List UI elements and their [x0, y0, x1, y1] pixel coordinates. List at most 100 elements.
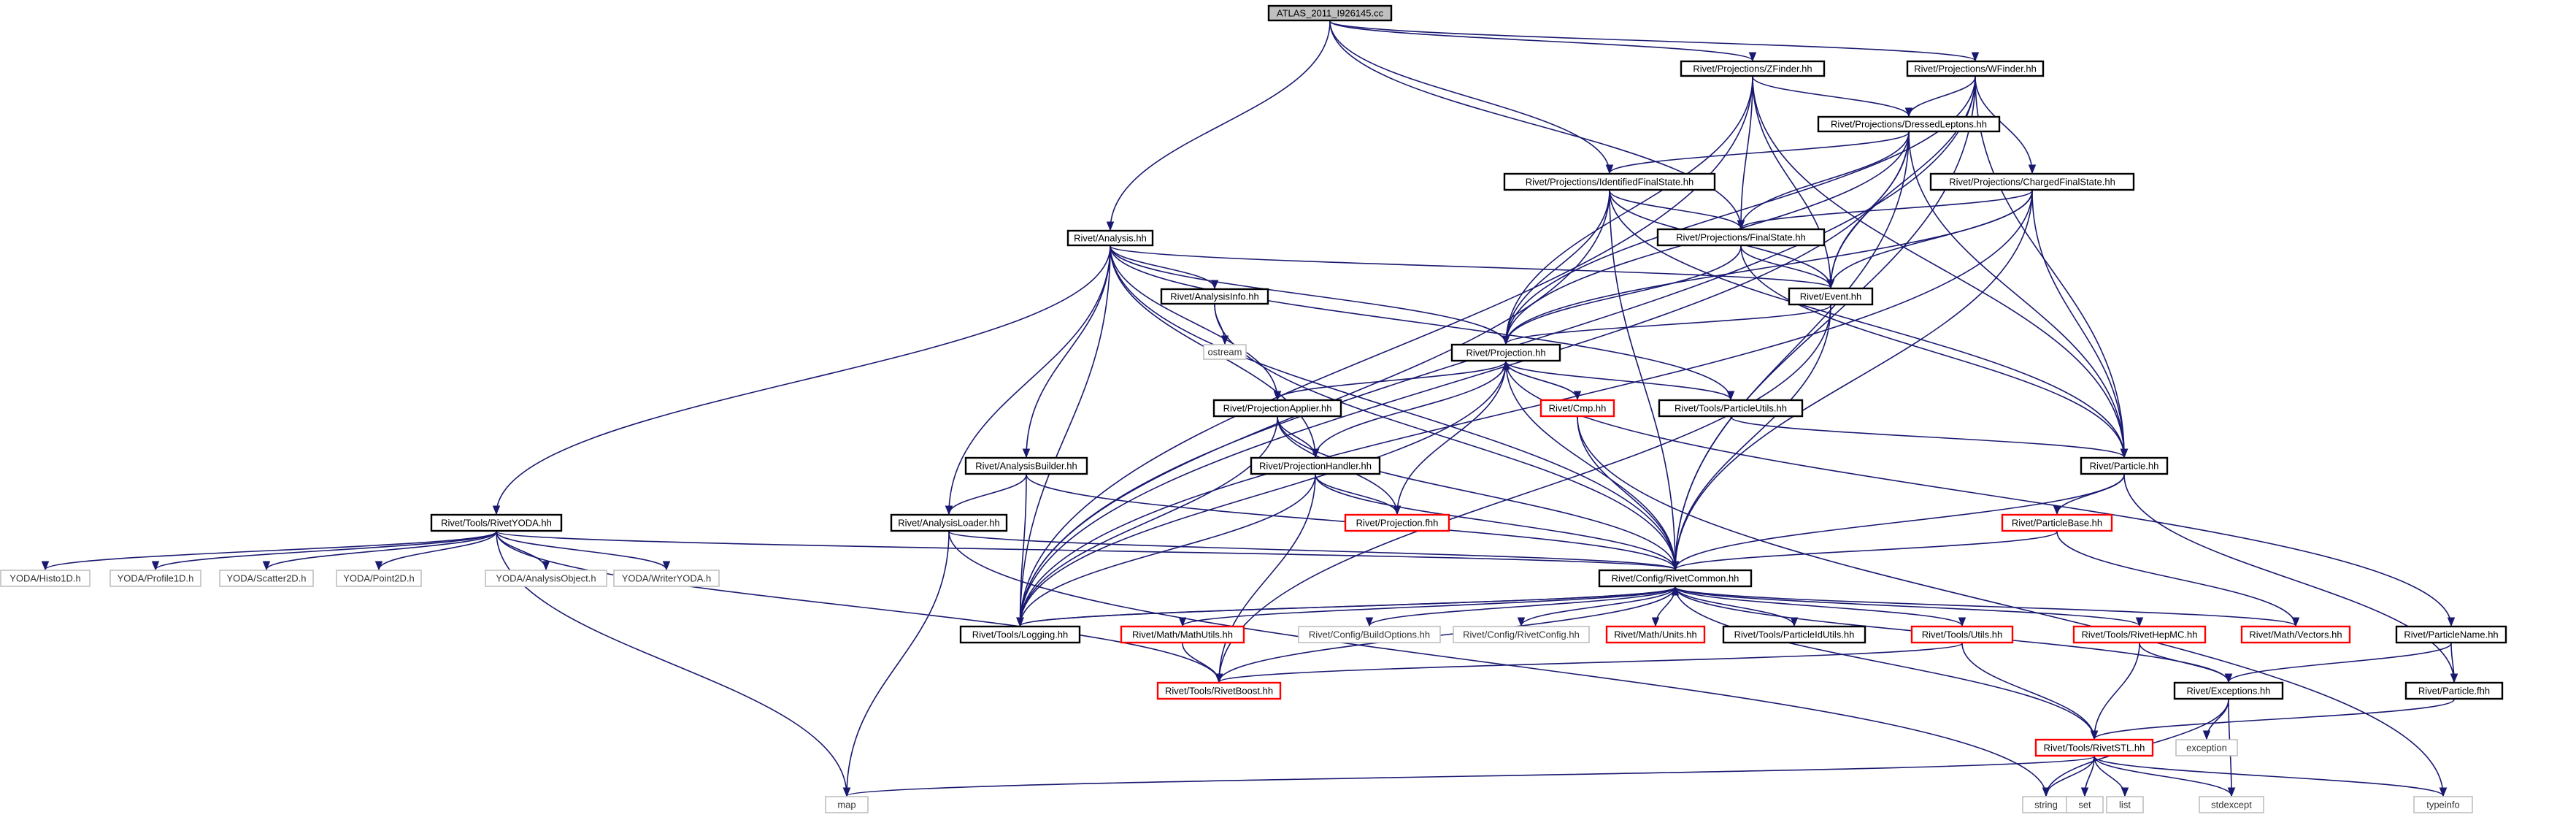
- node-label: Rivet/AnalysisInfo.hh: [1170, 291, 1258, 302]
- node-fs[interactable]: Rivet/Projections/FinalState.hh: [1656, 228, 1826, 247]
- node-rivethepmc[interactable]: Rivet/Tools/RivetHepMC.hh: [2072, 625, 2207, 644]
- node-label: Rivet/Config/RivetConfig.hh: [1463, 629, 1580, 640]
- node-label: Rivet/Particle.fhh: [2418, 686, 2490, 697]
- node-label: Rivet/Event.hh: [1800, 291, 1862, 302]
- node-label: Rivet/Tools/RivetHepMC.hh: [2082, 629, 2198, 640]
- node-label: YODA/Point2D.h: [343, 573, 415, 584]
- node-rivetboost[interactable]: Rivet/Tools/RivetBoost.hh: [1156, 681, 1282, 700]
- edge-chfs-to-particle: [2031, 190, 2129, 459]
- node-analysisinfo[interactable]: Rivet/AnalysisInfo.hh: [1160, 288, 1269, 305]
- node-mathutils[interactable]: Rivet/Math/MathUtils.hh: [1120, 625, 1245, 644]
- node-analysisloader[interactable]: Rivet/AnalysisLoader.hh: [890, 513, 1008, 532]
- node-vectors[interactable]: Rivet/Math/Vectors.hh: [2240, 625, 2351, 644]
- node-rivetyoda[interactable]: Rivet/Tools/RivetYODA.hh: [430, 513, 563, 532]
- edge-rivetcommon-to-rivetconfig: [1517, 586, 1676, 627]
- node-label: Rivet/Config/RivetCommon.hh: [1612, 573, 1739, 584]
- node-root[interactable]: ATLAS_2011_I926145.cc: [1267, 4, 1393, 22]
- edge-rivetstl-to-set: [2080, 756, 2095, 797]
- edge-cmp-to-rivetcommon: [1577, 416, 1680, 571]
- edge-rivetstl-to-map: [842, 756, 2095, 797]
- edge-rivetstl-to-string: [2042, 756, 2095, 797]
- edge-utils-to-rivetboost: [1215, 643, 1963, 683]
- node-box: [2072, 625, 2207, 644]
- edge-root-to-wfinder: [1329, 20, 1980, 62]
- node-box: [2175, 739, 2238, 756]
- edge-wfinder-to-rivetcommon: [1671, 76, 1976, 571]
- node-scatter2d: YODA/Scatter2D.h: [219, 570, 314, 587]
- node-wfinder[interactable]: Rivet/Projections/WFinder.hh: [1906, 60, 2045, 77]
- edge-rivetcommon-to-rivethepmc: [1675, 586, 2144, 627]
- edge-rivetcommon-to-mathutils: [1178, 586, 1676, 627]
- edge-particleutils-to-particle: [1730, 416, 2129, 459]
- node-rivetconfig: Rivet/Config/RivetConfig.hh: [1453, 626, 1590, 643]
- node-particle[interactable]: Rivet/Particle.hh: [2080, 456, 2169, 475]
- node-box: [0, 570, 91, 587]
- node-string: string: [2022, 796, 2070, 813]
- edge-analysisinfo-to-ostream: [1214, 304, 1229, 345]
- node-box: [1203, 344, 1247, 360]
- node-chfs[interactable]: Rivet/Projections/ChargedFinalState.hh: [1929, 172, 2135, 191]
- edge-exceptions-to-exception: [2202, 699, 2229, 740]
- edge-particlename-to-particlefhh: [2450, 643, 2458, 683]
- node-projection[interactable]: Rivet/Projection.hh: [1450, 343, 1561, 362]
- node-rivetcommon[interactable]: Rivet/Config/RivetCommon.hh: [1598, 569, 1753, 588]
- node-particleutils[interactable]: Rivet/Tools/ParticleUtils.hh: [1658, 399, 1804, 418]
- edge-root-to-analysis: [1106, 20, 1331, 231]
- node-label: map: [837, 800, 856, 811]
- node-rivetstl[interactable]: Rivet/Tools/RivetSTL.hh: [2034, 738, 2154, 757]
- node-particlefhh[interactable]: Rivet/Particle.fhh: [2404, 681, 2504, 700]
- node-label: ATLAS_2011_I926145.cc: [1277, 8, 1384, 19]
- node-units[interactable]: Rivet/Math/Units.hh: [1605, 625, 1706, 644]
- edge-analysisbuilder-to-analysisloader: [945, 474, 1027, 516]
- node-label: Rivet/ProjectionApplier.hh: [1223, 403, 1332, 414]
- edge-rivetcommon-to-vectors: [1675, 586, 2300, 627]
- node-particlename[interactable]: Rivet/ParticleName.hh: [2395, 625, 2507, 644]
- node-box: [1788, 287, 1874, 306]
- edge-event-to-rivetcommon: [1671, 304, 1831, 571]
- node-analysisbuilder[interactable]: Rivet/AnalysisBuilder.hh: [964, 456, 1088, 475]
- node-utils[interactable]: Rivet/Tools/Utils.hh: [1910, 625, 2014, 644]
- edge-cmp-to-projection: [1502, 360, 1578, 400]
- node-box: [485, 570, 607, 587]
- node-label: Rivet/Tools/ParticleIdUtils.hh: [1734, 629, 1855, 640]
- node-label: list: [2119, 800, 2131, 811]
- node-label: YODA/Profile1D.h: [118, 573, 194, 584]
- edge-particlename-to-exceptions: [2224, 643, 2452, 683]
- node-exceptions[interactable]: Rivet/Exceptions.hh: [2173, 681, 2284, 700]
- node-buildoptions: Rivet/Config/BuildOptions.hh: [1298, 626, 1441, 643]
- edge-dressed-to-idfs: [1605, 131, 1910, 175]
- node-label: set: [2078, 800, 2091, 811]
- edge-zfinder-to-event: [1752, 76, 1835, 289]
- edge-utils-to-rivetstl: [1961, 643, 2099, 740]
- node-analysis[interactable]: Rivet/Analysis.hh: [1066, 229, 1154, 247]
- node-cmp[interactable]: Rivet/Cmp.hh: [1539, 399, 1615, 418]
- node-point2d: YODA/Point2D.h: [336, 570, 422, 587]
- node-projapplier[interactable]: Rivet/ProjectionApplier.hh: [1212, 399, 1342, 418]
- edge-logging-to-rivetcommon: [1019, 586, 1680, 627]
- node-event[interactable]: Rivet/Event.hh: [1788, 287, 1874, 306]
- node-label: Rivet/Math/MathUtils.hh: [1132, 629, 1233, 640]
- edge-rivethepmc-to-rivetstl: [2090, 643, 2140, 740]
- node-box: [2106, 796, 2144, 813]
- node-dressed[interactable]: Rivet/Projections/DressedLeptons.hh: [1817, 115, 2001, 133]
- node-label: Rivet/Tools/ParticleUtils.hh: [1675, 403, 1787, 414]
- node-logging[interactable]: Rivet/Tools/Logging.hh: [959, 625, 1081, 644]
- node-particlebase[interactable]: Rivet/ParticleBase.hh: [2001, 513, 2113, 532]
- node-zfinder[interactable]: Rivet/Projections/ZFinder.hh: [1680, 60, 1826, 77]
- node-box: [1212, 399, 1342, 418]
- edge-wfinder-to-chfs: [1975, 76, 2037, 175]
- node-label: exception: [2186, 743, 2227, 754]
- edge-dressed-to-rivetcommon: [1671, 131, 1910, 571]
- edge-projapplier-to-rivetcommon: [1277, 416, 1680, 571]
- node-box: [2173, 681, 2284, 700]
- node-particleidutils[interactable]: Rivet/Tools/ParticleIdUtils.hh: [1722, 625, 1866, 644]
- node-box: [2080, 456, 2169, 475]
- node-projfhh[interactable]: Rivet/Projection.fhh: [1344, 513, 1450, 532]
- node-box: [613, 570, 720, 587]
- edge-root-to-idfs: [1329, 20, 1614, 175]
- node-idfs[interactable]: Rivet/Projections/IdentifiedFinalState.h…: [1503, 172, 1716, 191]
- node-projhandler[interactable]: Rivet/ProjectionHandler.hh: [1250, 456, 1381, 475]
- edge-rivetcommon-to-buildoptions: [1365, 586, 1676, 627]
- edge-wfinder-to-particle: [1975, 76, 2129, 459]
